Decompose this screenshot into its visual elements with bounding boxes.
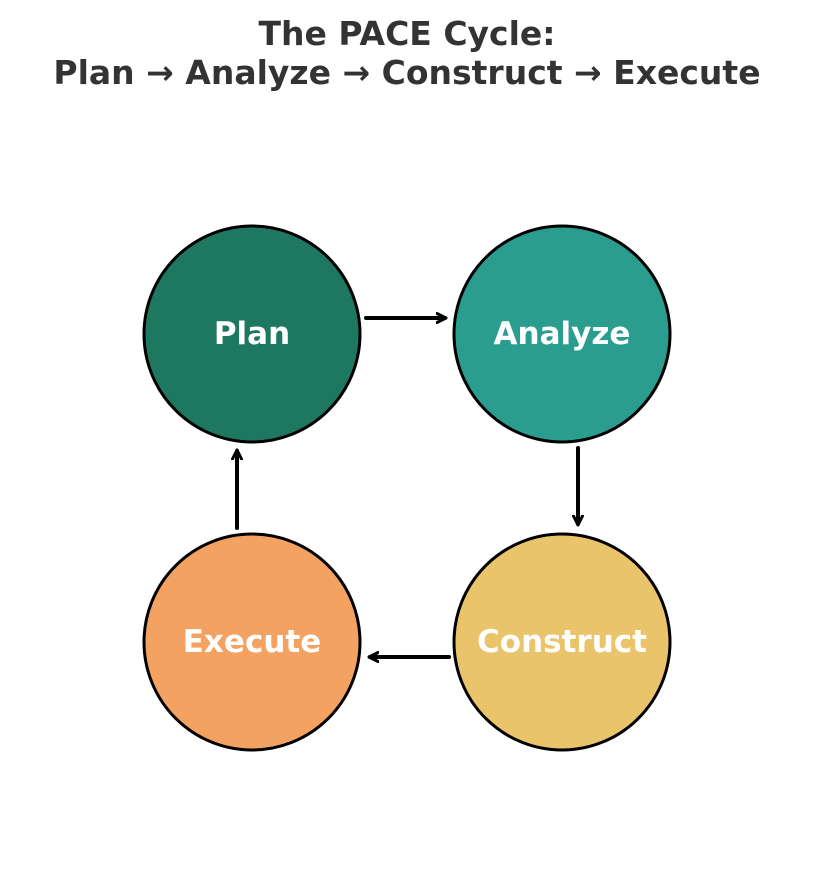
node-analyze-label: Analyze	[494, 316, 631, 352]
node-execute-label: Execute	[183, 624, 322, 660]
node-analyze: Analyze	[452, 224, 672, 444]
node-construct-circle	[452, 532, 672, 752]
node-execute: Execute	[142, 532, 362, 752]
node-construct-label: Construct	[477, 624, 647, 660]
diagram-title: The PACE Cycle: Plan → Analyze → Constru…	[0, 14, 814, 92]
title-line-1: The PACE Cycle:	[258, 14, 556, 53]
node-execute-circle	[142, 532, 362, 752]
node-plan: Plan	[142, 224, 362, 444]
node-plan-label: Plan	[214, 316, 290, 352]
node-construct: Construct	[452, 532, 672, 752]
node-analyze-circle	[452, 224, 672, 444]
node-plan-circle	[142, 224, 362, 444]
title-line-2: Plan → Analyze → Construct → Execute	[53, 53, 761, 92]
